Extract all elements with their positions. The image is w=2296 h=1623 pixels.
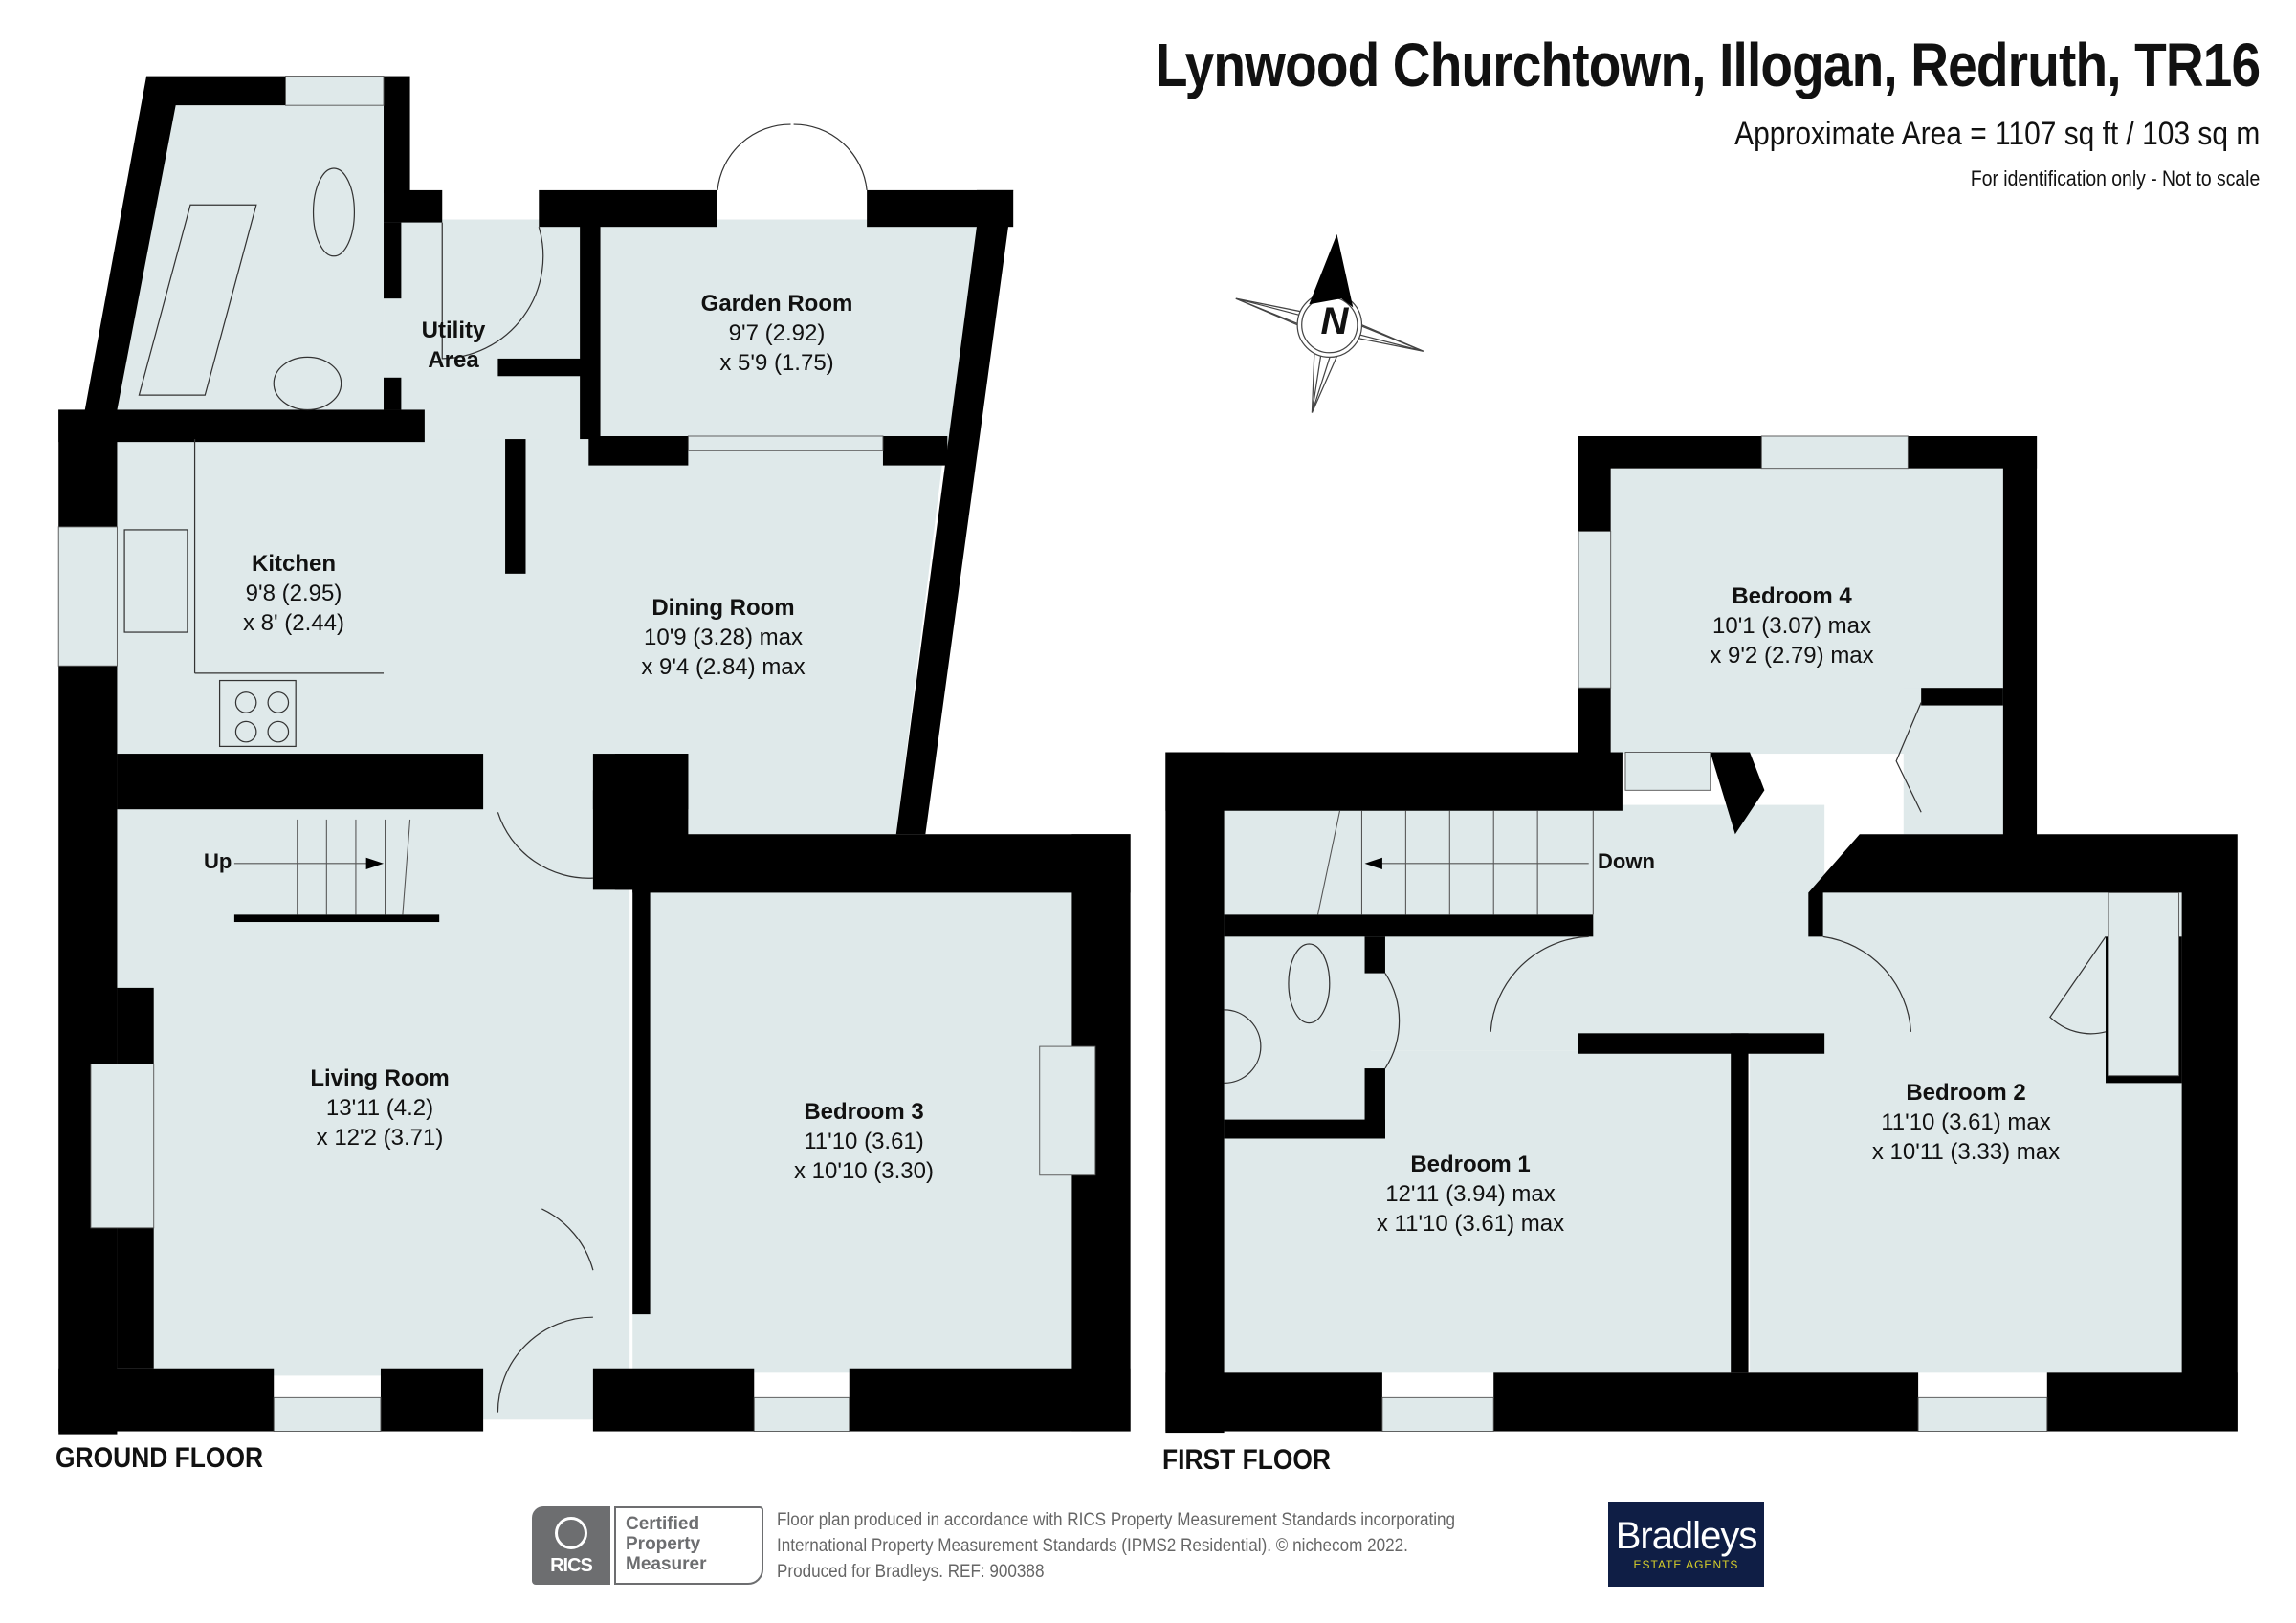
ground-floor-label: GROUND FLOOR [55, 1442, 264, 1474]
footer-disclaimer: Floor plan produced in accordance with R… [777, 1510, 1456, 1582]
room-label-kitchen: Kitchen 9'8 (2.95) x 8' (2.44) [243, 551, 344, 636]
compass-rose [1235, 233, 1424, 413]
rics-lion-icon [555, 1517, 587, 1549]
rics-logo: RICS [532, 1506, 610, 1585]
header: Lynwood Churchtown, Illogan, Redruth, TR… [976, 29, 2261, 191]
room-label-bedroom-1: Bedroom 1 12'11 (3.94) max x 11'10 (3.61… [1376, 1151, 1565, 1237]
room-label-dining-room: Dining Room 10'9 (3.28) max x 9'4 (2.84)… [641, 595, 806, 680]
property-title: Lynwood Churchtown, Illogan, Redruth, TR… [1155, 31, 2261, 99]
room-label-living-room: Living Room 13'11 (4.2) x 12'2 (3.71) [310, 1065, 450, 1151]
ground-floor-plan [57, 76, 1131, 1435]
room-label-bedroom-3: Bedroom 3 11'10 (3.61) x 10'10 (3.30) [793, 1099, 935, 1184]
approximate-area: Approximate Area = 1107 sq ft / 103 sq m [1733, 116, 2260, 152]
room-label-bedroom-4: Bedroom 4 10'1 (3.07) max x 9'2 (2.79) m… [1710, 583, 1874, 669]
stairs-up-label: Up [204, 849, 232, 873]
compass-north-label: N [1320, 300, 1349, 342]
room-label-utility: Utility Area [421, 318, 486, 373]
first-floor-plan [1165, 435, 2238, 1434]
bradleys-logo: Bradleys ESTATE AGENTS [1608, 1502, 1764, 1587]
rics-cert-text: Certified Property Measurer [614, 1506, 763, 1585]
rics-certified-badge: RICS Certified Property Measurer [532, 1506, 763, 1585]
disclaimer-note: For identification only - Not to scale [1970, 166, 2260, 190]
first-floor-label: FIRST FLOOR [1162, 1444, 1331, 1476]
stairs-down-label: Down [1598, 849, 1655, 873]
room-label-garden-room: Garden Room 9'7 (2.92) x 5'9 (1.75) [700, 291, 853, 376]
room-label-bedroom-2: Bedroom 2 11'10 (3.61) max x 10'11 (3.33… [1871, 1080, 2061, 1165]
